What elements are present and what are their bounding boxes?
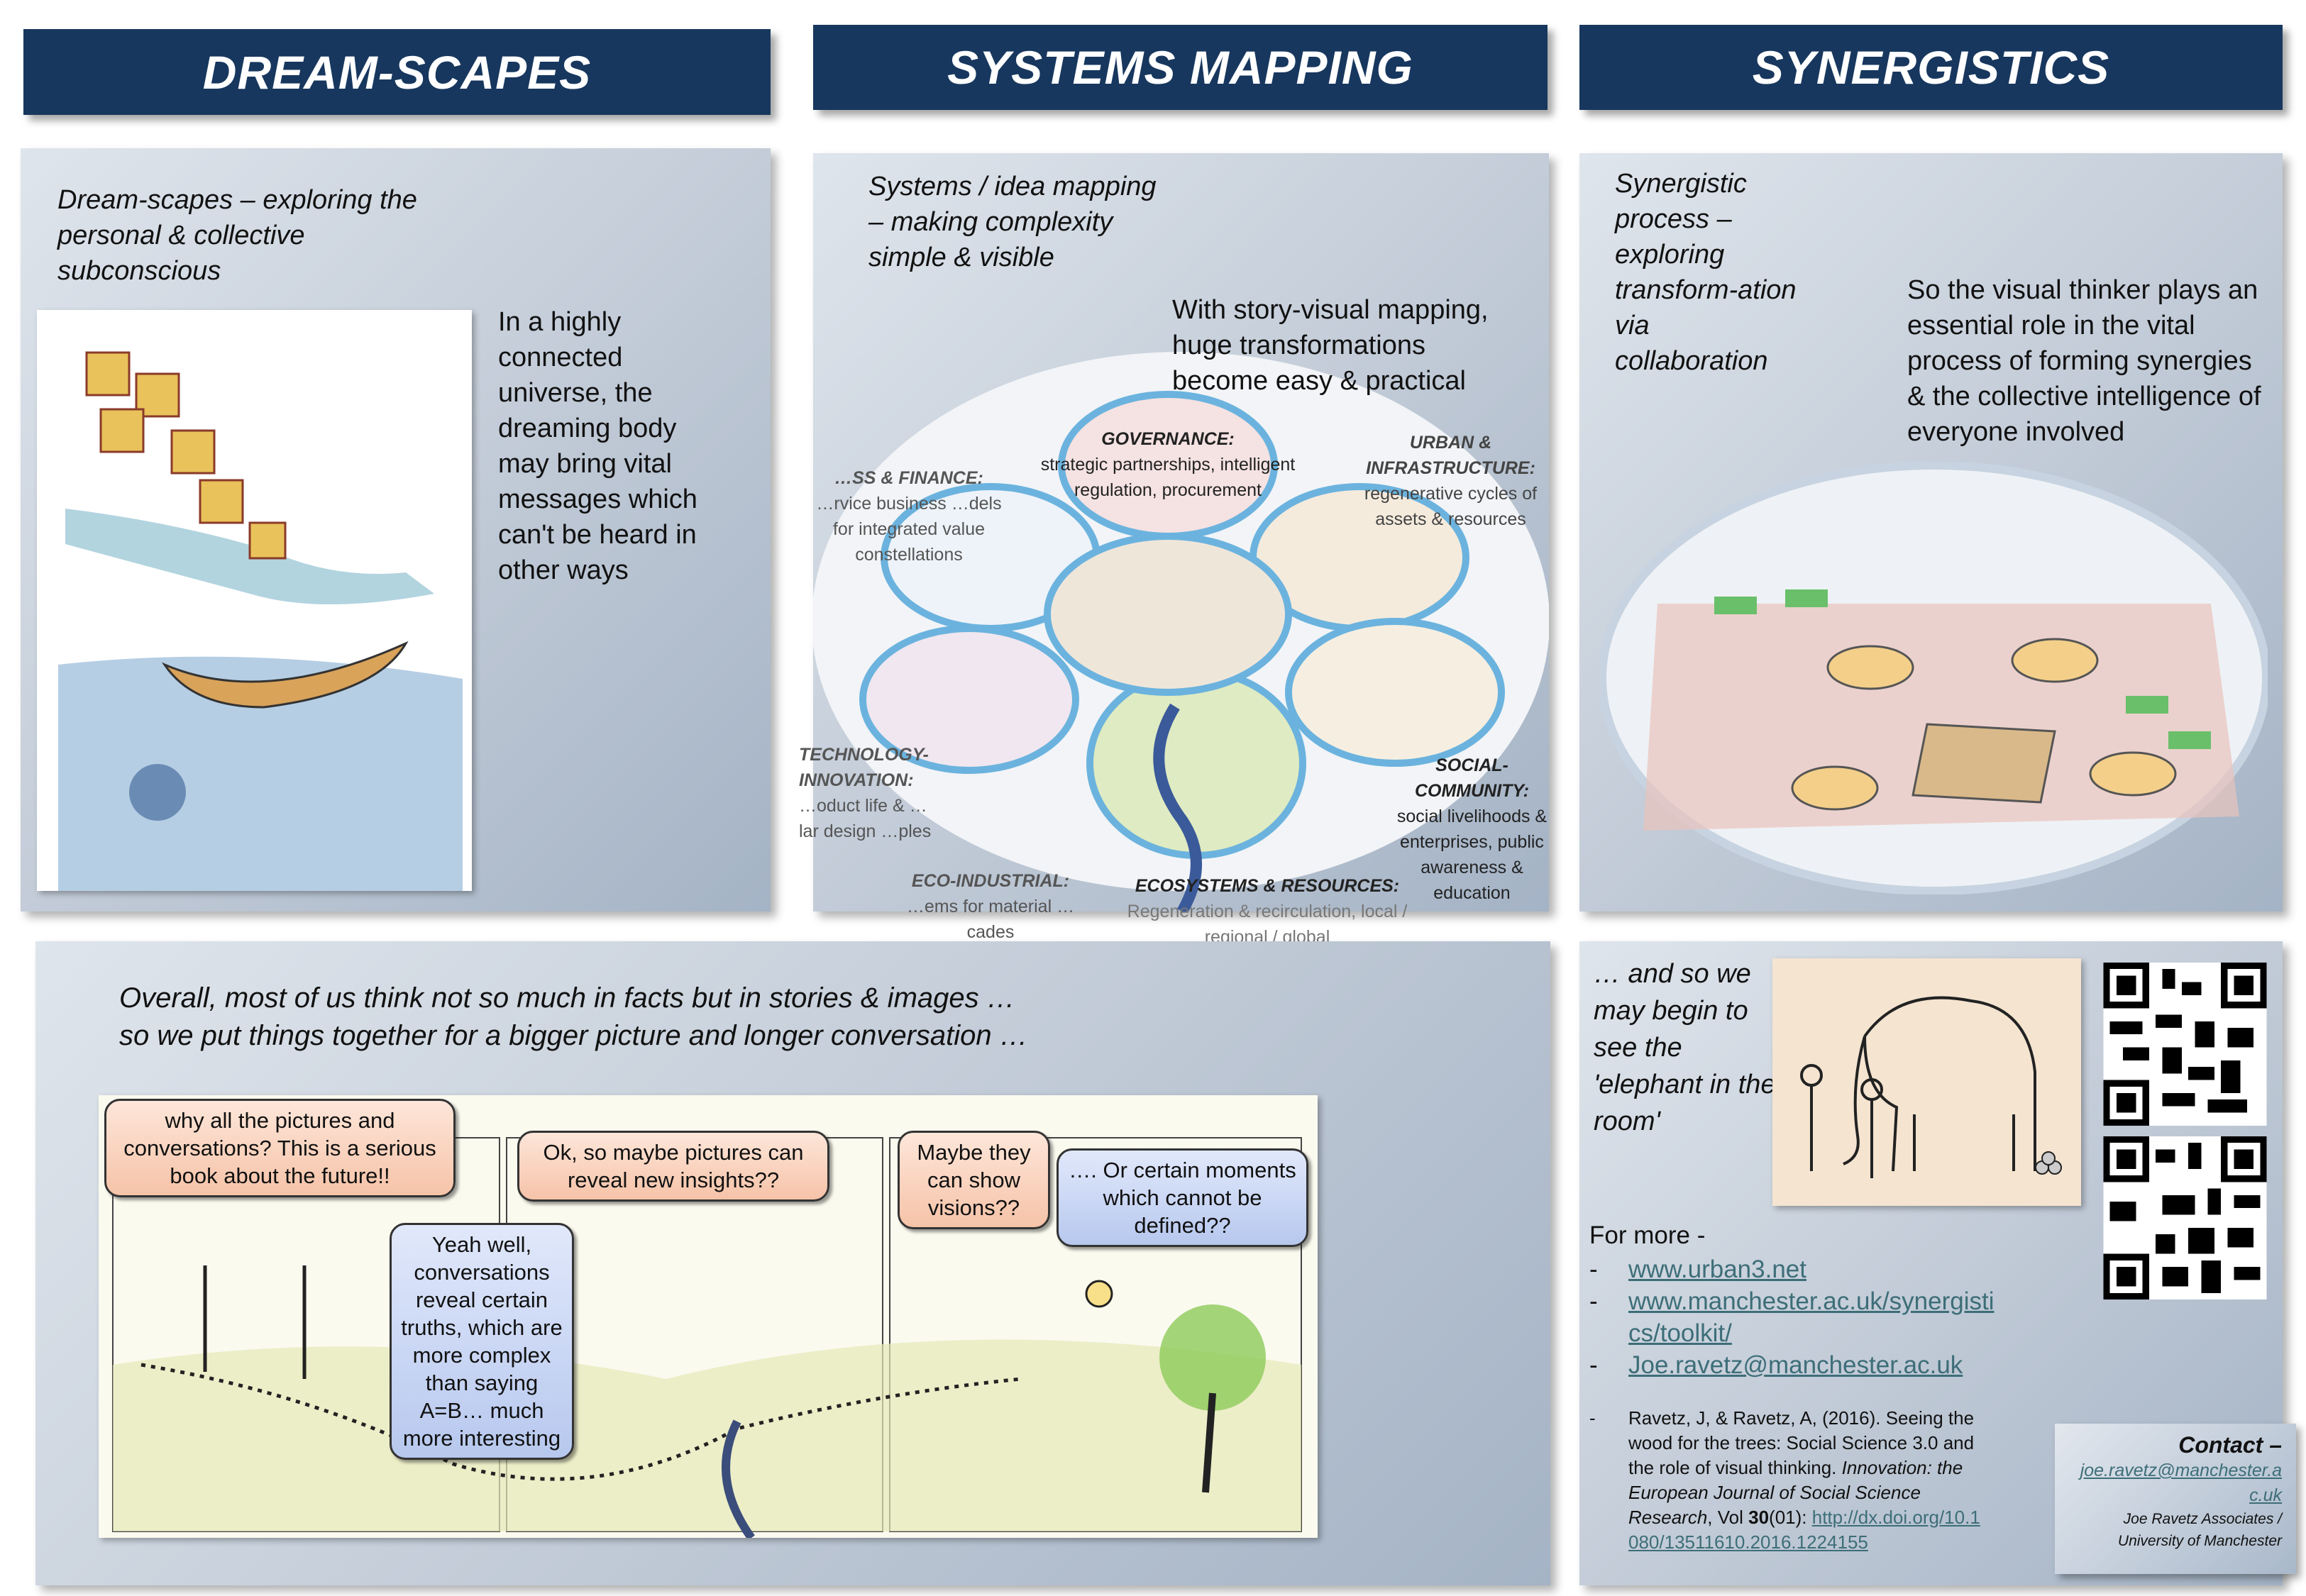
stories-panel: Overall, most of us think not so much in… xyxy=(35,941,1550,1585)
label-social: SOCIAL-COMMUNITY:social livelihoods & en… xyxy=(1396,755,1548,903)
synergistics-body: So the visual thinker plays an essential… xyxy=(1907,275,2261,447)
speech-bubble-3: Yeah well, conversations reveal certain … xyxy=(390,1223,574,1460)
elephant-text: … and so we may begin to see the 'elepha… xyxy=(1594,959,1776,1136)
overall-line-2: so we put things together for a bigger p… xyxy=(119,1020,1028,1051)
comic-strip: why all the pictures and conversations? … xyxy=(99,1095,1318,1538)
speech-bubble-5: …. Or certain moments which cannot be de… xyxy=(1057,1148,1308,1247)
systems-map-illustration xyxy=(813,352,1549,911)
reference: - Ravetz, J, & Ravetz, A, (2016). Seeing… xyxy=(1589,1407,1980,1553)
elephant-illustration xyxy=(1772,958,2081,1206)
contact-email[interactable]: joe.ravetz@manchester.ac.uk xyxy=(2080,1461,2282,1505)
dream-illustration xyxy=(37,310,472,891)
dream-body: In a highly connected universe, the drea… xyxy=(498,307,697,585)
synergistics-workshop-illustration xyxy=(1601,462,2268,894)
link-email[interactable]: Joe.ravetz@manchester.ac.uk xyxy=(1628,1351,1963,1379)
speech-bubble-2: Ok, so maybe pictures can reveal new ins… xyxy=(517,1131,829,1202)
for-more-label: For more - xyxy=(1589,1221,1706,1249)
systems-mapping-panel: Systems / idea mapping – making complexi… xyxy=(799,153,1549,947)
overall-line-1: Overall, most of us think not so much in… xyxy=(119,982,1015,1014)
doi-link[interactable]: http://dx.doi.org/10.1080/13511610.2016.… xyxy=(1628,1507,1980,1553)
speech-bubble-1: why all the pictures and conversations? … xyxy=(104,1099,456,1197)
qr-code-1[interactable] xyxy=(2102,963,2268,1126)
link-urban3[interactable]: www.urban3.net xyxy=(1628,1256,1806,1283)
label-ecosystems: ECOSYSTEMS & RESOURCES:Regeneration & re… xyxy=(1127,876,1408,947)
label-urban: URBAN & INFRASTRUCTURE:regenerative cycl… xyxy=(1364,433,1538,529)
systems-body: With story-visual mapping, huge transfor… xyxy=(1172,295,1489,396)
link-synergistics-toolkit[interactable]: www.manchester.ac.uk/synergistics/toolki… xyxy=(1628,1287,1995,1347)
contact-org: Joe Ravetz Associates / University of Ma… xyxy=(2117,1511,2282,1549)
contact-box: Contact – joe.ravetz@manchester.ac.uk Jo… xyxy=(2055,1424,2296,1574)
contact-title: Contact – xyxy=(2178,1432,2282,1458)
dream-intro: Dream-scapes – exploring the personal & … xyxy=(57,185,417,286)
dream-scapes-panel: Dream-scapes – exploring the personal & … xyxy=(21,148,771,911)
qr-code-2[interactable] xyxy=(2102,1136,2268,1299)
links-list: -www.urban3.net -www.manchester.ac.uk/sy… xyxy=(1589,1253,2001,1381)
synergistics-panel: Synergistic process – exploring transfor… xyxy=(1579,153,2283,911)
further-info-panel: … and so we may begin to see the 'elepha… xyxy=(1579,941,2296,1585)
header-systems-mapping: SYSTEMS MAPPING xyxy=(813,25,1548,110)
speech-bubble-4: Maybe they can show visions?? xyxy=(898,1131,1050,1229)
label-technology: TECHNOLOGY-INNOVATION:…oduct life & …lar… xyxy=(799,745,932,841)
systems-intro: Systems / idea mapping – making complexi… xyxy=(868,172,1157,272)
label-governance: GOVERNANCE:strategic partnerships, intel… xyxy=(1040,429,1296,500)
label-eco-industrial: ECO-INDUSTRIAL:…ems for material …cades xyxy=(906,871,1075,942)
synergistics-intro: Synergistic process – exploring transfor… xyxy=(1615,169,1797,376)
header-dream-scapes: DREAM-SCAPES xyxy=(23,29,771,115)
label-finance: …SS & FINANCE:…rvice business …dels for … xyxy=(816,468,1002,565)
header-synergistics: SYNERGISTICS xyxy=(1579,25,2283,110)
